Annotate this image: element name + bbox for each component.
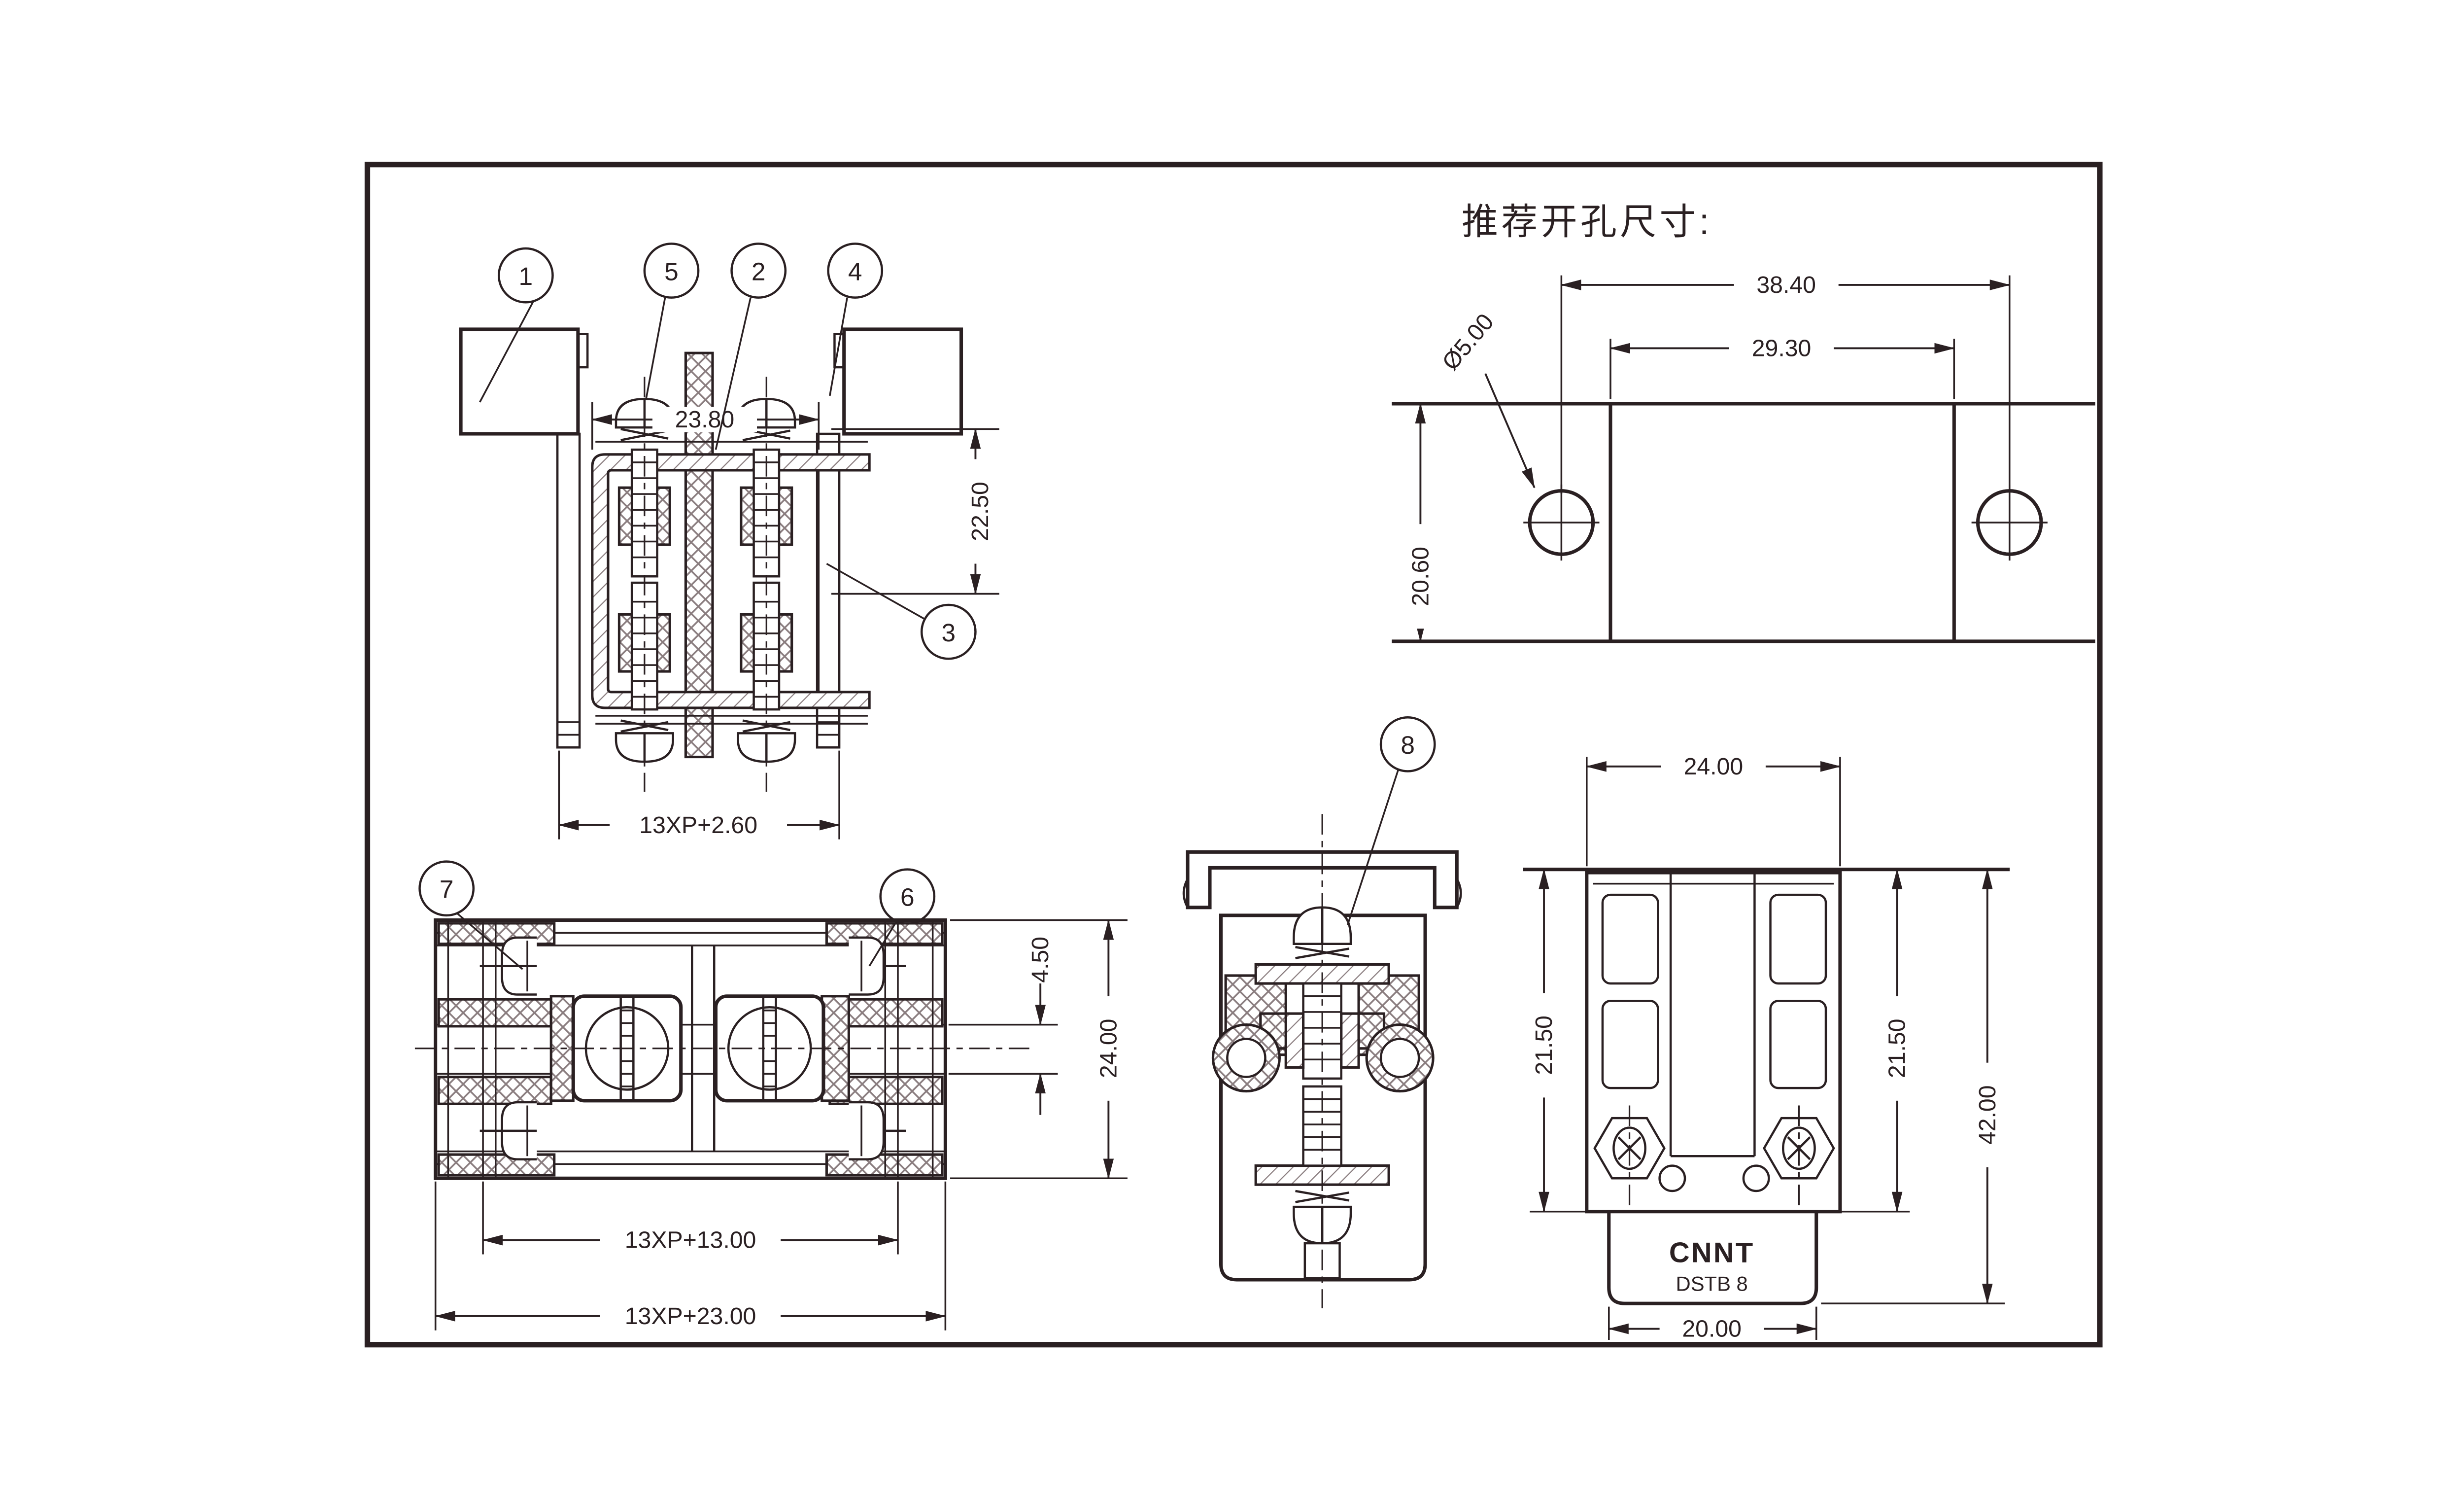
- left-wire-port: [1211, 1023, 1281, 1093]
- dim-text: 20.00: [1682, 1316, 1742, 1342]
- right-mounting-hole: [1971, 484, 2048, 561]
- dim-front-body-width: 23.80: [591, 402, 820, 450]
- top-cap: [1186, 850, 1459, 910]
- dim-front-pitch: 13XP+2.60: [558, 750, 840, 840]
- callout-number: 6: [900, 883, 915, 911]
- dim-front-body-height: 22.50: [831, 428, 999, 595]
- mounting-legs: [556, 432, 841, 749]
- brand-logo: CNNT: [1669, 1237, 1754, 1269]
- dim-mounting-pitch: 13XP+13.00: [482, 1181, 899, 1255]
- right-wire-cover: [842, 327, 963, 436]
- end-view: CNNT DSTB 8 24.00 21.50 21.50: [1523, 753, 2010, 1342]
- dim-overall-length: 13XP+23.00: [434, 1181, 947, 1331]
- callout-3: 3: [826, 562, 977, 660]
- right-tab: [833, 333, 845, 369]
- dim-text: 13XP+2.60: [639, 812, 757, 839]
- dim-hole-diameter: Ø5.00: [1437, 309, 1536, 489]
- callout-8: 8: [1346, 716, 1436, 925]
- dim-text: 42.00: [1974, 1085, 2001, 1145]
- callout-4: 4: [827, 243, 884, 396]
- callout-5: 5: [643, 243, 700, 399]
- dim-text: 13XP+23.00: [625, 1303, 756, 1330]
- callout-number: 5: [664, 257, 679, 285]
- front-section-view: 23.80 22.50 13XP+2.60 1 5: [459, 243, 999, 840]
- callout-number: 2: [752, 257, 766, 285]
- callout-number: 3: [942, 618, 956, 647]
- cutout-note: 推荐开孔尺寸:: [1462, 201, 1712, 242]
- callout-number: 8: [1401, 731, 1415, 759]
- dim-text: Ø5.00: [1437, 309, 1499, 375]
- dim-text: 24.00: [1095, 1018, 1122, 1078]
- model-number: DSTB 8: [1676, 1272, 1748, 1295]
- callout-number: 7: [440, 875, 454, 904]
- dim-cutout-height: 20.60: [1407, 403, 1434, 642]
- dim-text: 21.50: [1884, 1018, 1911, 1078]
- lower-housing: [1607, 1210, 1818, 1305]
- dim-end-base-width: 20.00: [1608, 1306, 1817, 1342]
- dim-text: 22.50: [967, 482, 993, 541]
- dim-cutout-width: 29.30: [1609, 335, 1955, 399]
- dim-text: 29.30: [1752, 335, 1812, 362]
- dim-depth: 24.00: [950, 919, 1128, 1180]
- dim-hole-span: 38.40: [1560, 272, 2011, 494]
- dim-end-height-right: 21.50: [1837, 868, 1911, 1213]
- dim-end-height-left: 21.50: [1530, 868, 1590, 1213]
- left-tab: [577, 333, 589, 369]
- dim-end-top-width: 24.00: [1586, 753, 1841, 867]
- callout-number: 1: [519, 262, 533, 290]
- dim-text: 20.60: [1407, 547, 1434, 606]
- callout-6: 6: [868, 868, 936, 967]
- callout-number: 4: [848, 257, 862, 285]
- callout-2: 2: [715, 243, 787, 450]
- dim-center-gap: 4.50: [948, 937, 1058, 1115]
- left-mounting-hole: [1523, 484, 1600, 561]
- left-wire-cover: [459, 327, 580, 436]
- callout-7: 7: [418, 860, 523, 970]
- cutout-rectangle: [1608, 402, 1956, 643]
- dim-text: 38.40: [1756, 272, 1816, 298]
- dim-text: 21.50: [1531, 1016, 1557, 1075]
- top-view: 4.50 24.00 13XP+13.00 13XP+23.00: [414, 860, 1128, 1331]
- side-section-view: 8: [1182, 716, 1462, 1308]
- callout-1: 1: [479, 247, 554, 403]
- dim-text: 4.50: [1027, 937, 1054, 983]
- right-wire-port: [1365, 1023, 1435, 1093]
- drawing-border: [364, 162, 2103, 1348]
- panel-cutout-view: 推荐开孔尺寸: 38.40 29.30: [1392, 201, 2095, 643]
- clamp-frame: [591, 453, 871, 709]
- dim-text: 13XP+13.00: [625, 1227, 756, 1254]
- dim-text: 24.00: [1684, 753, 1744, 780]
- dim-end-total-height: 42.00: [1821, 868, 2005, 1304]
